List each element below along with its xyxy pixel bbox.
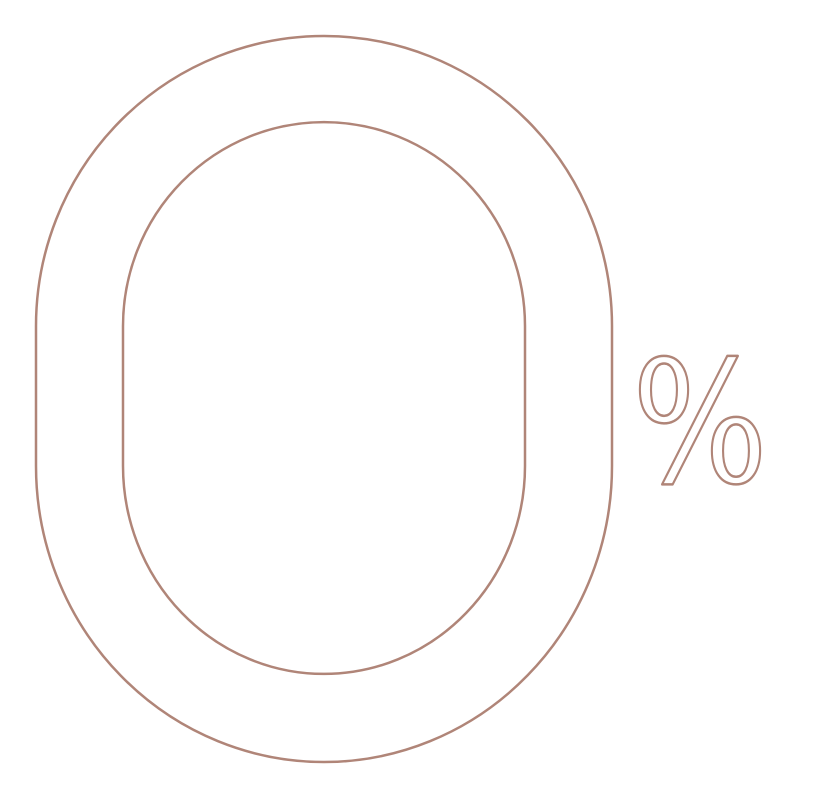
zero-digit: 0 [34, 34, 614, 764]
percent-sign: % [632, 325, 768, 523]
zero-inner-outline [121, 120, 527, 676]
zero-outer-outline [34, 34, 614, 764]
